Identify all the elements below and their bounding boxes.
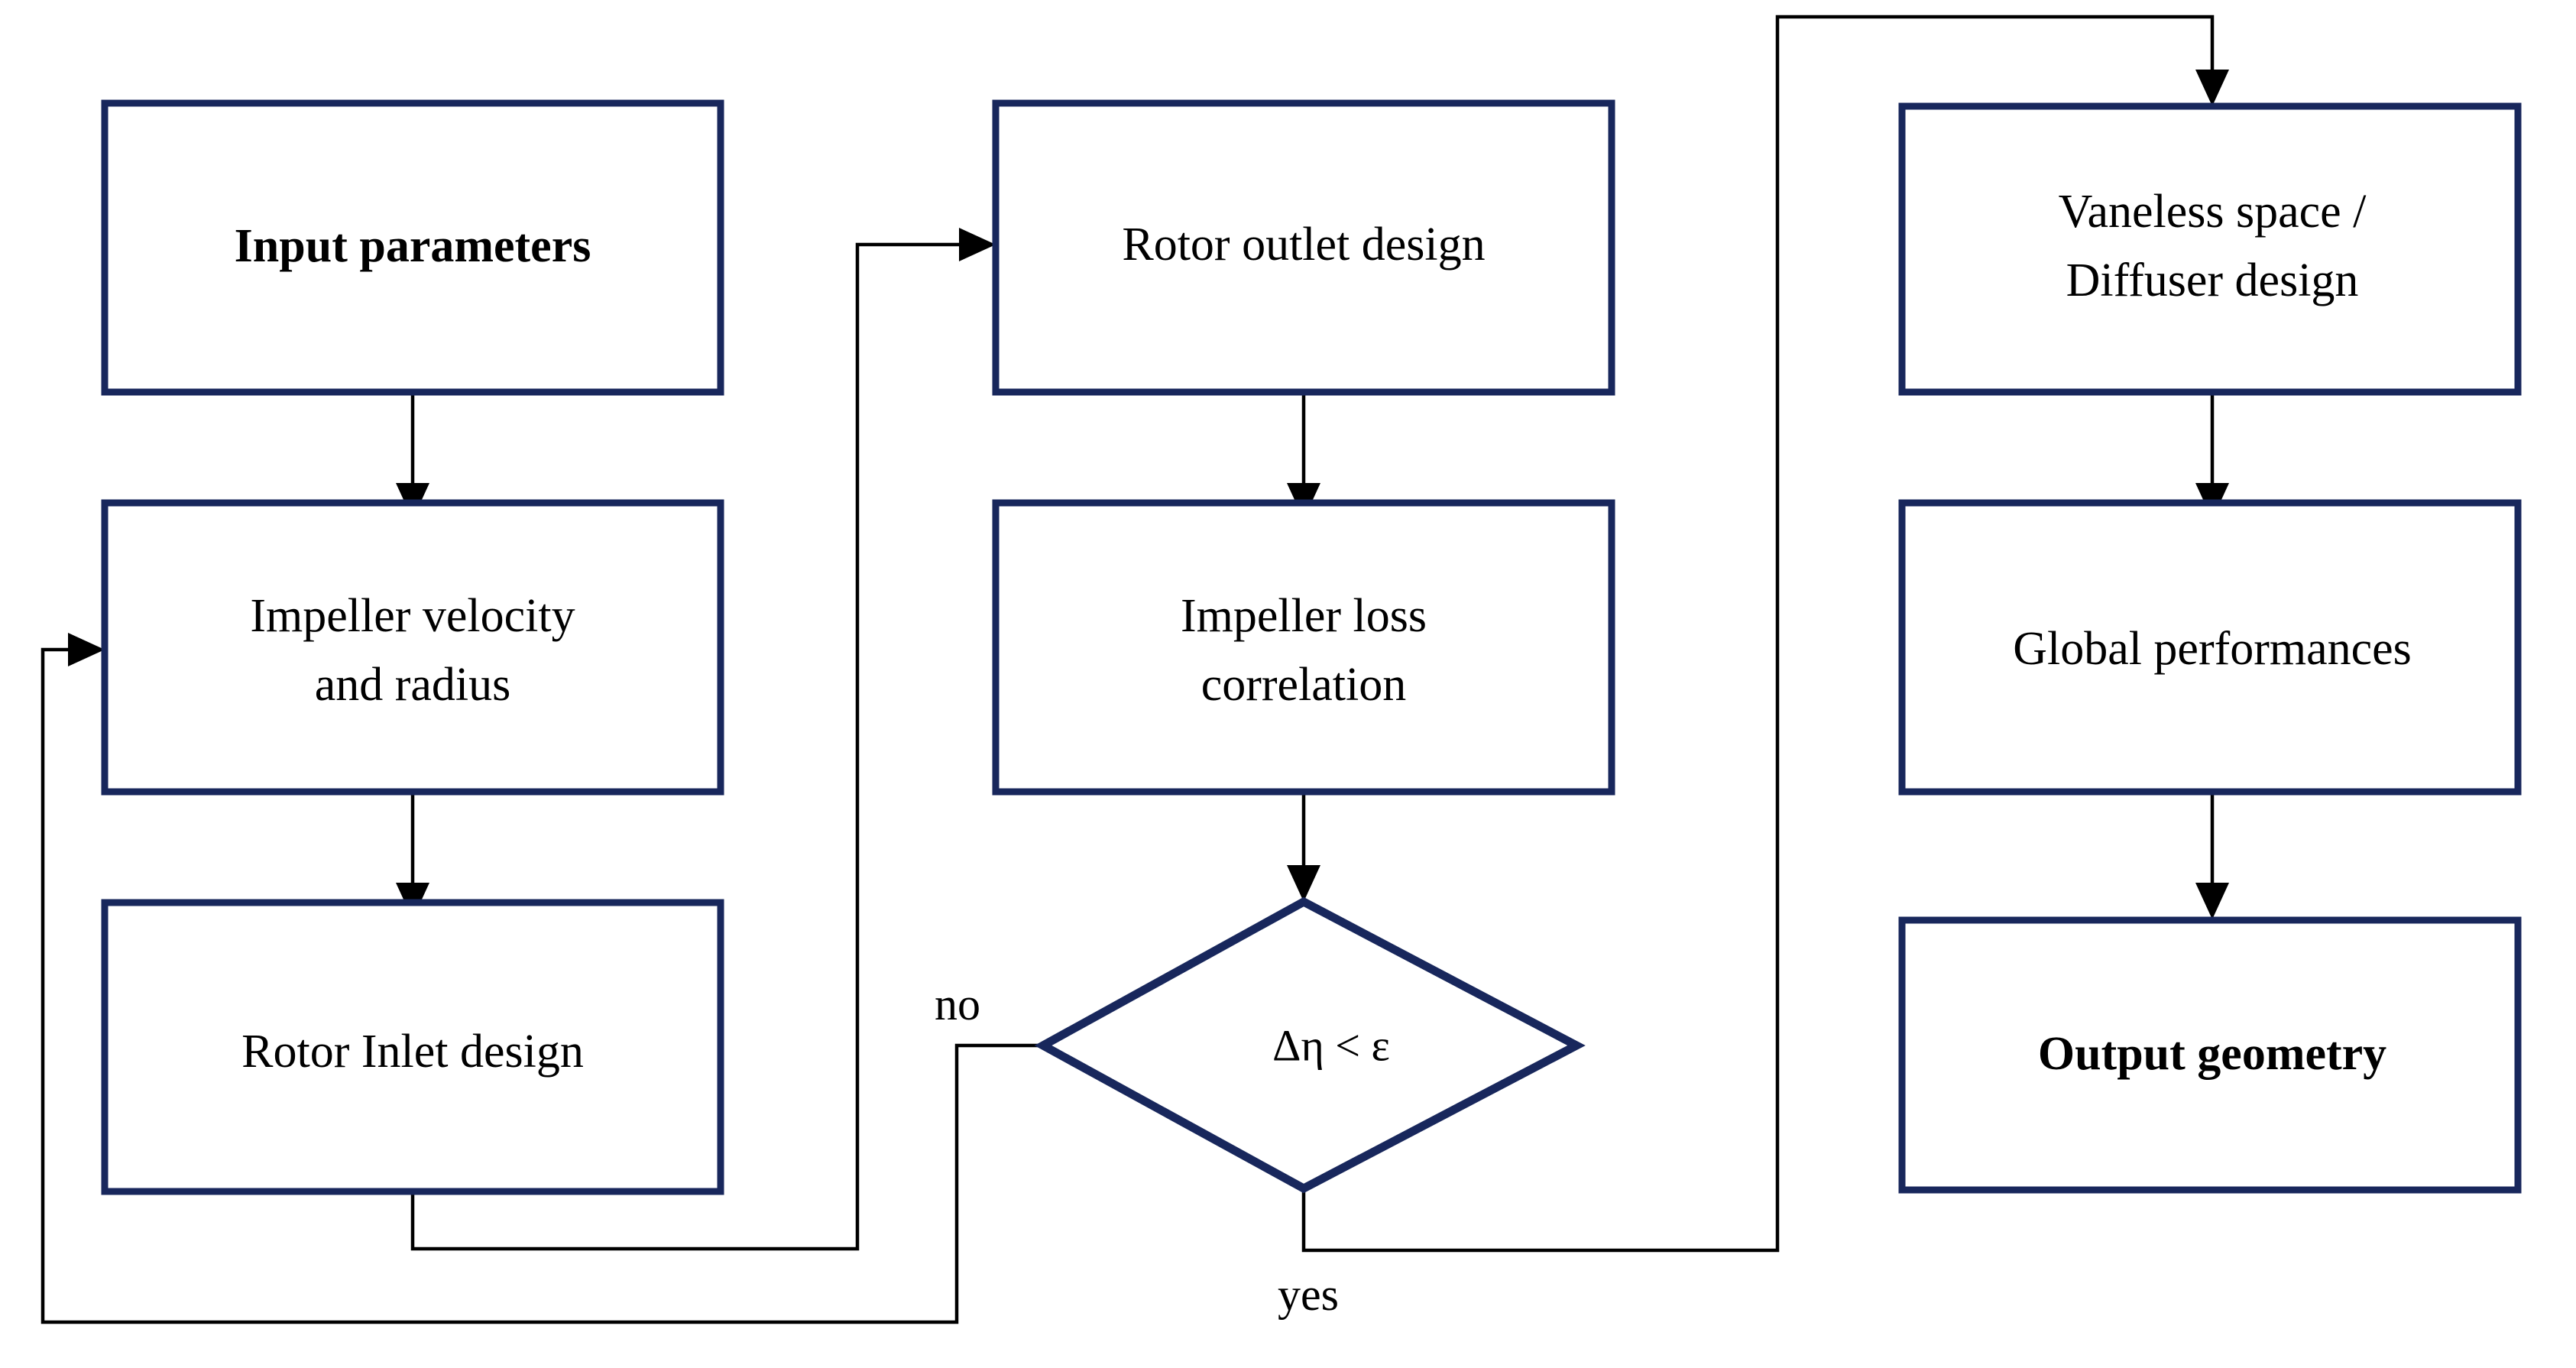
edge-label-no: no [935,979,980,1029]
node-convergence-decision[interactable]: Δη < ε [1034,896,1586,1194]
node-rotor-inlet-design-label: Rotor Inlet design [241,1026,584,1078]
node-vaneless-diffuser-design-label-line2: Diffuser design [2066,254,2359,306]
edge-rotor-inlet-to-rotor-outlet [410,228,996,1251]
node-impeller-loss-correlation[interactable]: Impeller loss correlation [992,499,1615,796]
node-impeller-velocity-radius-label-line1: Impeller velocity [250,590,575,642]
node-impeller-velocity-radius-label-line2: and radius [315,659,511,711]
node-impeller-velocity-radius[interactable]: Impeller velocity and radius [101,499,724,796]
edge-decision-no-to-impeller-velocity [41,633,1043,1324]
node-output-geometry-label: Output geometry [2038,1028,2386,1080]
node-rotor-outlet-design[interactable]: Rotor outlet design [992,99,1615,396]
node-convergence-decision-label: Δη < ε [1272,1020,1390,1070]
node-rotor-outlet-design-label: Rotor outlet design [1122,219,1485,271]
node-global-performances-label: Global performances [2013,623,2412,675]
node-global-performances[interactable]: Global performances [1898,499,2522,796]
node-impeller-loss-correlation-label-line1: Impeller loss [1181,590,1427,642]
edge-impeller-loss-to-decision [1287,792,1320,902]
edge-label-yes: yes [1278,1269,1339,1320]
node-output-geometry[interactable]: Output geometry [1898,916,2522,1194]
node-rotor-inlet-design[interactable]: Rotor Inlet design [101,899,724,1195]
node-vaneless-diffuser-design-label-line1: Vaneless space / [2059,186,2367,238]
node-impeller-loss-correlation-label-line2: correlation [1201,659,1407,711]
edge-decision-yes-to-vaneless-diffuser [1301,15,2229,1253]
edge-global-performances-to-output-geometry [2195,792,2229,919]
node-input-parameters-label: Input parameters [235,220,591,272]
node-input-parameters[interactable]: Input parameters [101,99,724,396]
node-vaneless-diffuser-design[interactable]: Vaneless space / Diffuser design [1898,102,2522,396]
